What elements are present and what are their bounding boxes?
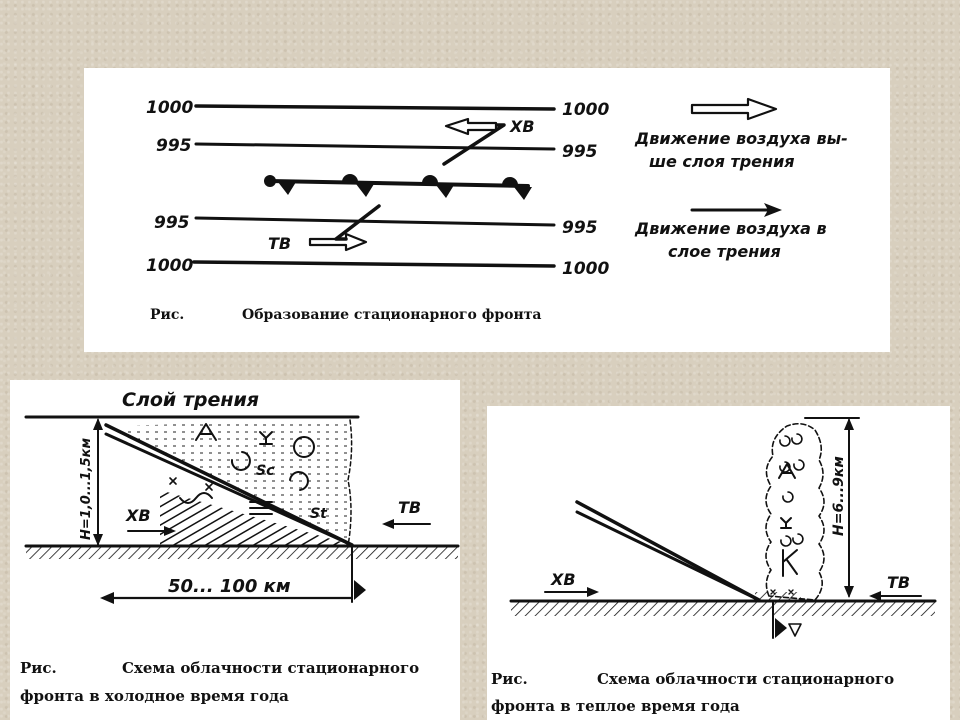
- figure-caption-line2: фронта в теплое время года: [491, 697, 740, 715]
- stationary-front-line: [264, 174, 532, 200]
- isobar-label-left-1000-bottom: 1000: [146, 256, 193, 276]
- ground-hatching: [511, 602, 935, 616]
- warm-air-label: ТВ: [398, 498, 421, 517]
- thunderstorm-symbol-icon: [780, 517, 792, 529]
- warm-season-cloud-scheme-figure: Н=6...9км ХВ ТВ Рис. Схема облачности ст…: [487, 406, 950, 720]
- warm-air-flow-arrows: [308, 204, 381, 252]
- isobar-label-right-995-upper: 995: [562, 142, 598, 162]
- precip-symbol-icon: [169, 477, 177, 485]
- height-label: Н=1,0...1,5км: [79, 438, 94, 540]
- front-triangle-icon: [775, 618, 787, 638]
- height-arrow-up-icon: [844, 418, 854, 430]
- isobar-995-lower: [194, 216, 556, 227]
- figure-caption-prefix: Рис.: [20, 659, 57, 677]
- cold-air-flow-arrows: [442, 117, 506, 166]
- figure-caption-text: Образование стационарного фронта: [242, 307, 541, 323]
- cloud-edge-line: [347, 419, 353, 547]
- isobar-label-left-995-lower: 995: [154, 213, 190, 233]
- figure-caption-line1: Схема облачности стационарного: [597, 670, 894, 688]
- legend-in-friction-line2: слое трения: [668, 242, 781, 261]
- isobar-995-upper: [194, 142, 556, 151]
- cold-air-arrow-icon: [587, 587, 599, 597]
- stratus-symbol-icon: [230, 451, 251, 471]
- figure-caption-line1: Схема облачности стационарного: [122, 659, 419, 677]
- legend-above-friction-line1: Движение воздуха вы-: [634, 129, 848, 148]
- isobar-label-right-1000-bottom: 1000: [562, 259, 609, 279]
- hollow-arrow-left-icon: [444, 117, 498, 136]
- front-formation-diagram: 1000 1000 995 995 995 995 1000 1000 ХВ: [146, 97, 848, 323]
- cold-season-diagram: Слой трения Н=1,0...1,5км Sc St: [20, 389, 460, 705]
- warm-air-arrow-icon: [869, 591, 881, 601]
- cloud-sc-label: Sc: [256, 463, 275, 479]
- isobar-label-left-1000-top: 1000: [146, 98, 193, 118]
- stationary-front-formation-figure: 1000 1000 995 995 995 995 1000 1000 ХВ: [84, 68, 890, 352]
- legend-solid-arrow-icon: [764, 203, 782, 217]
- friction-layer-label: Слой трения: [122, 389, 259, 411]
- isobar-1000-top: [194, 104, 556, 111]
- altocumulus-symbol-icon: [195, 423, 217, 441]
- cumulonimbus-cloud: [765, 422, 825, 601]
- cold-air-label: ХВ: [550, 570, 576, 589]
- height-label: Н=6...9км: [831, 456, 847, 536]
- isobar-label-left-995-upper: 995: [156, 136, 192, 156]
- warm-air-arrow-icon: [382, 519, 394, 529]
- cloud-symbols: [169, 423, 315, 515]
- height-arrow-up-icon: [93, 418, 103, 430]
- warm-air-label: ТВ: [887, 573, 910, 592]
- distance-arrow-left-icon: [100, 592, 114, 604]
- cumulus-symbol-icon: [293, 436, 315, 458]
- warm-air-label: ТВ: [268, 234, 291, 253]
- legend-above-friction-line2: ше слоя трения: [649, 152, 795, 171]
- isobar-label-right-1000-top: 1000: [562, 100, 609, 120]
- cloud-column-symbols: [770, 433, 805, 595]
- cold-season-cloud-scheme-figure: Слой трения Н=1,0...1,5км Sc St: [10, 380, 460, 720]
- precip-symbol-2-icon: [205, 483, 213, 491]
- hollow-arrow-right-icon: [308, 232, 368, 252]
- frontal-surface-lower-line: [104, 432, 354, 547]
- mist-symbol-icon: [249, 501, 273, 515]
- cold-air-label: ХВ: [509, 117, 535, 136]
- warm-season-diagram: Н=6...9км ХВ ТВ Рис. Схема облачности ст…: [491, 417, 937, 715]
- altocumulus-symbol-icon: [778, 463, 796, 479]
- lightning-symbol-icon: [782, 549, 798, 577]
- cold-air-label: ХВ: [125, 506, 151, 525]
- thunderstorm-triangle-icon: [788, 623, 802, 637]
- front-triangle-icon: [354, 580, 366, 600]
- isobar-1000-bottom: [192, 260, 556, 268]
- cold-air-wedge: [160, 490, 352, 545]
- figure-caption-prefix: Рис.: [150, 307, 184, 323]
- cloud-st-label: St: [310, 506, 328, 522]
- stratus-symbol-2-icon: [289, 471, 309, 491]
- thunderstorm-symbol-icon: [259, 431, 273, 445]
- legend-in-friction-line1: Движение воздуха в: [634, 219, 827, 238]
- legend-hollow-arrow-icon: [690, 97, 778, 121]
- isobar-label-right-995-lower: 995: [562, 218, 598, 238]
- height-arrow-down-icon: [844, 586, 854, 598]
- cold-air-arrow-icon: [164, 526, 176, 536]
- frontal-surface-upper-line: [575, 500, 761, 602]
- ground-hatching: [26, 547, 458, 559]
- figure-caption-line2: фронта в холодное время года: [20, 687, 289, 705]
- friction-arrow-cold: [442, 123, 506, 166]
- fog-symbol-icon: [179, 492, 213, 504]
- height-arrow-down-icon: [93, 534, 103, 546]
- distance-label: 50... 100 км: [168, 576, 291, 597]
- figure-caption-prefix: Рис.: [491, 670, 528, 688]
- precipitation-zone: [755, 592, 801, 601]
- frontal-surface-lower-line: [575, 510, 761, 602]
